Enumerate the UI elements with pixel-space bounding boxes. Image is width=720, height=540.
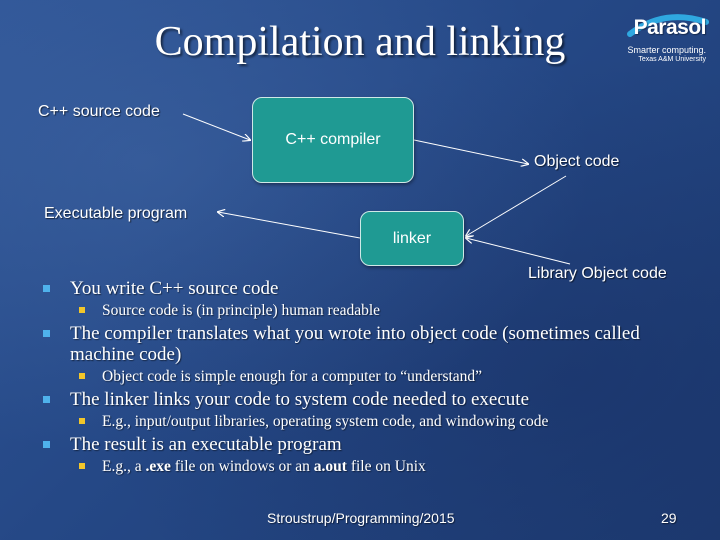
arrow-library-to-linker: [466, 238, 571, 265]
arrow-linker-to-executable: [218, 212, 361, 239]
sub-bullet-square-icon: [79, 418, 85, 424]
bullet-text: The result is an executable program: [70, 434, 342, 455]
arrow-source-to-compiler: [182, 113, 250, 140]
bullet-item: You write C++ source code: [40, 278, 690, 299]
sub-bullet-text: Source code is (in principle) human read…: [102, 302, 381, 319]
page-number: 29: [661, 510, 677, 526]
box-linker: linker: [360, 211, 464, 266]
bullet-square-icon: [43, 396, 50, 403]
bullet-item: The linker links your code to system cod…: [40, 389, 690, 410]
label-cpp-source-code: C++ source code: [38, 103, 160, 120]
sub-bullet-item: Object code is simple enough for a compu…: [40, 367, 690, 386]
logo-name: Parasol: [633, 16, 707, 39]
bullet-square-icon: [43, 330, 50, 337]
bullet-square-icon: [43, 285, 50, 292]
sub-bullet-text: E.g., input/output libraries, operating …: [102, 413, 549, 430]
parasol-logo-icon: [627, 14, 709, 37]
sub-bullet-item: E.g., input/output libraries, operating …: [40, 412, 690, 431]
sub-bullet-square-icon: [79, 463, 85, 469]
footer-text: Stroustrup/Programming/2015: [267, 510, 455, 526]
sub-bullet-square-icon: [79, 373, 85, 379]
bullet-item: The compiler translates what you wrote i…: [40, 323, 690, 365]
sub-bullet-square-icon: [79, 307, 85, 313]
sub-bullet-text: Object code is simple enough for a compu…: [102, 368, 483, 385]
arrow-compiler-to-object: [413, 139, 528, 164]
box-cpp-compiler: C++ compiler: [252, 97, 414, 183]
bullet-list: You write C++ source code Source code is…: [40, 278, 690, 479]
label-library-object-code: Library Object code: [528, 265, 667, 282]
sub-bullet-item: Source code is (in principle) human read…: [40, 301, 690, 320]
sub-bullet-item: E.g., a .exe file on windows or an a.out…: [40, 457, 690, 476]
arrow-object-to-linker: [466, 175, 567, 236]
label-executable-program: Executable program: [44, 205, 188, 222]
logo-tagline: Smarter computing.: [627, 45, 706, 55]
box-cpp-compiler-label: C++ compiler: [285, 131, 381, 148]
bullet-square-icon: [43, 441, 50, 448]
bullet-text: The linker links your code to system cod…: [70, 389, 530, 410]
bullet-item: The result is an executable program: [40, 434, 690, 455]
bullet-text: You write C++ source code: [70, 278, 279, 299]
label-object-code: Object code: [534, 153, 620, 170]
logo-university: Texas A&M University: [638, 56, 706, 63]
box-linker-label: linker: [392, 229, 432, 247]
sub-bullet-text: E.g., a .exe file on windows or an a.out…: [102, 458, 426, 475]
slide-title: Compilation and linking: [154, 19, 566, 65]
bullet-text: The compiler translates what you wrote i…: [70, 323, 640, 365]
